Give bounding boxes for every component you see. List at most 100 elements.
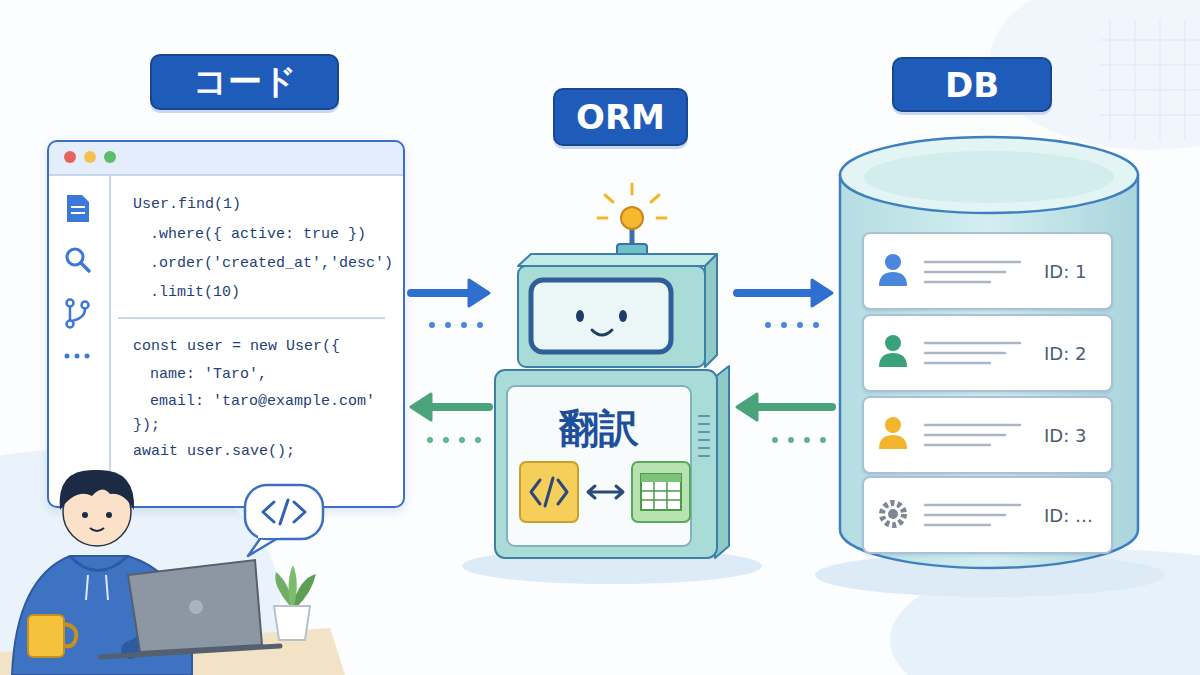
decoration <box>459 437 465 443</box>
decoration <box>70 556 128 571</box>
arrow-head <box>737 394 757 420</box>
decoration <box>699 439 709 441</box>
decoration <box>82 512 88 518</box>
decoration <box>765 322 771 328</box>
decoration <box>64 624 76 646</box>
decoration <box>67 249 83 265</box>
decoration <box>598 217 607 220</box>
code-line: name: 'Taro', <box>150 364 267 386</box>
decoration <box>477 322 483 328</box>
decoration <box>128 560 262 652</box>
arrow-shaft <box>411 289 473 297</box>
arrow-head <box>469 280 489 306</box>
code-line: await user.save(); <box>133 441 295 463</box>
code-line: .order('created_at','desc') <box>150 253 393 275</box>
translate-label: 翻訳 <box>507 403 691 453</box>
orm-robot: ORM翻訳 <box>495 190 731 560</box>
decoration <box>86 575 88 600</box>
db-record-row: ID: … <box>862 476 1113 554</box>
coffee-mug <box>28 615 76 657</box>
decoration <box>925 281 990 284</box>
record-lines <box>925 262 1020 525</box>
decoration <box>258 530 280 538</box>
decoration <box>699 431 709 433</box>
decoration <box>81 263 89 271</box>
decoration <box>12 556 192 675</box>
decoration <box>71 206 85 208</box>
decoration <box>641 474 681 482</box>
code-line: const user = new User({ <box>133 336 340 358</box>
decoration <box>67 195 89 222</box>
decoration <box>804 437 810 443</box>
decoration <box>106 575 108 600</box>
decoration <box>820 437 826 443</box>
decoration <box>427 437 433 443</box>
section-heading: コード <box>150 54 339 110</box>
decoration <box>925 342 1020 345</box>
decoration <box>925 444 990 447</box>
flow-arrow <box>411 280 489 306</box>
decoration <box>429 322 435 328</box>
decoration <box>885 254 901 270</box>
decoration <box>106 512 112 518</box>
decoration <box>461 322 467 328</box>
decoration <box>879 272 907 286</box>
decoration <box>263 500 305 524</box>
decoration <box>507 386 691 546</box>
code-line: User.find(1) <box>133 194 241 216</box>
decoration <box>64 151 76 163</box>
arrow-shaft <box>737 289 816 297</box>
decoration <box>699 423 709 425</box>
db-record-row: ID: 3 <box>862 396 1113 474</box>
decoration <box>641 482 681 510</box>
arrow-head <box>411 394 431 420</box>
section-heading: ORM <box>553 88 688 146</box>
decoration <box>925 424 1020 427</box>
decoration <box>63 478 131 546</box>
code-line: .where({ active: true }) <box>150 224 366 246</box>
decoration <box>274 606 310 640</box>
decoration <box>1110 20 1111 140</box>
decoration <box>788 437 794 443</box>
record-id: ID: … <box>1044 504 1093 528</box>
decoration <box>605 195 613 202</box>
decoration <box>925 362 990 365</box>
decoration <box>520 462 578 522</box>
decoration <box>925 524 990 527</box>
decoration <box>925 261 1020 264</box>
decoration <box>84 151 96 163</box>
decoration <box>864 151 1114 203</box>
decoration <box>1100 65 1200 66</box>
decoration <box>699 447 709 449</box>
decoration <box>925 504 1020 507</box>
decoration <box>653 482 655 510</box>
decoration <box>925 434 1005 437</box>
arrow-shaft <box>427 403 489 411</box>
decoration <box>475 437 481 443</box>
code-line: .limit(10) <box>150 282 240 304</box>
code-editor-window: コードUser.find(1).where({ active: true }).… <box>47 140 405 508</box>
potted-plant <box>274 565 316 640</box>
arrow-shaft <box>753 403 832 411</box>
decoration <box>289 565 297 606</box>
db-record-row: ID: 1 <box>862 232 1113 310</box>
arrow-head <box>812 280 832 306</box>
decoration <box>71 212 85 214</box>
decoration <box>885 417 901 433</box>
decoration <box>588 486 623 498</box>
decoration <box>641 474 681 510</box>
db-record-row: ID: 2 <box>862 314 1113 392</box>
decoration <box>90 528 104 531</box>
decoration <box>882 503 904 525</box>
decoration <box>1100 90 1200 91</box>
decoration <box>60 470 134 510</box>
decoration <box>531 280 671 352</box>
developer-illustration <box>12 470 280 675</box>
decoration <box>705 254 717 367</box>
decoration <box>67 321 74 328</box>
flow-arrow <box>737 280 832 306</box>
decoration <box>292 574 316 608</box>
decoration <box>641 499 681 501</box>
decoration <box>781 322 787 328</box>
